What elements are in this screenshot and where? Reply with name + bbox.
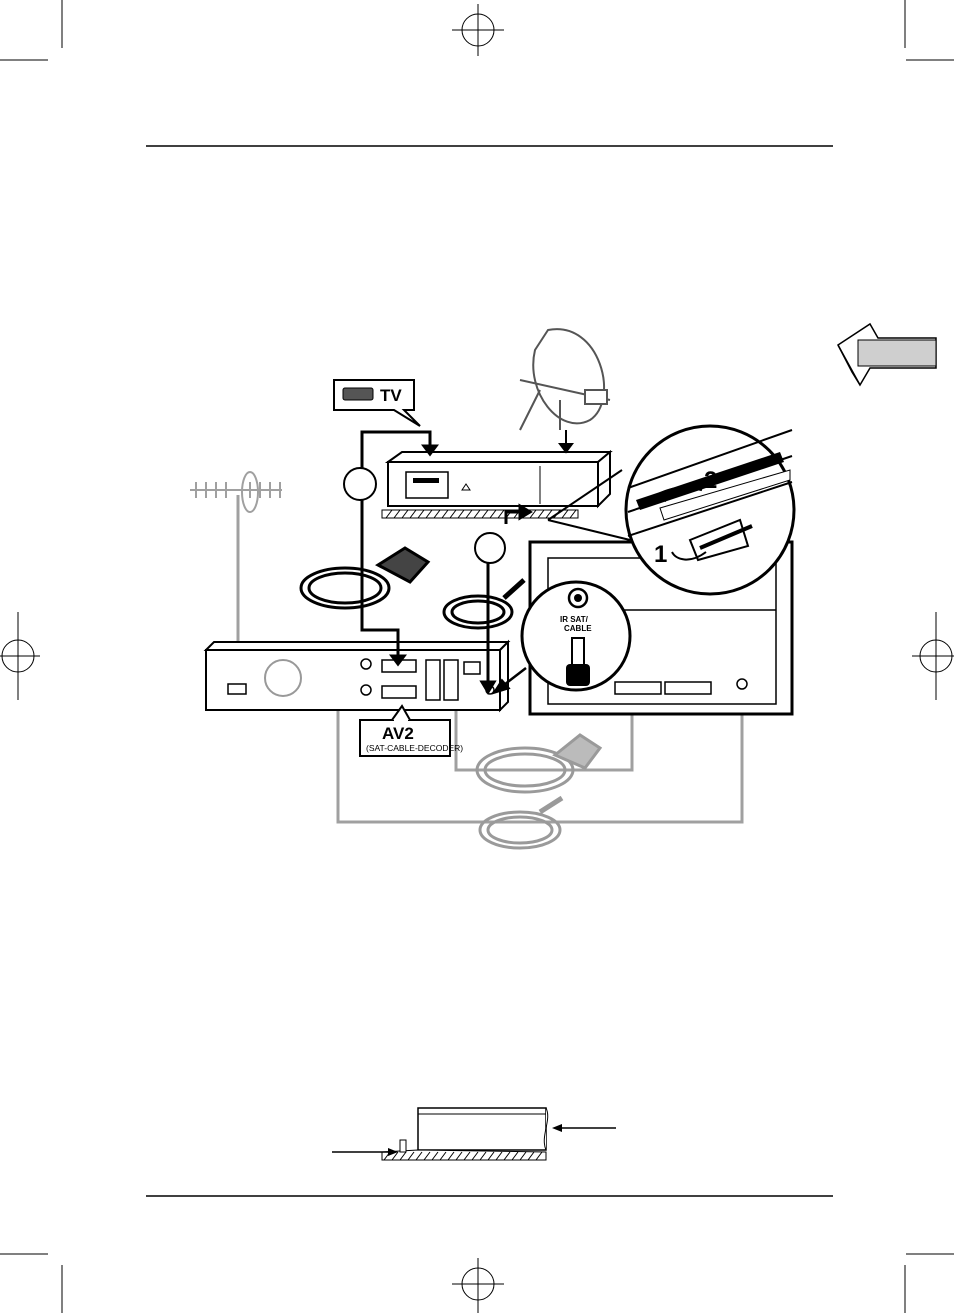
registration-mark-left — [0, 612, 40, 700]
satellite-dish-icon — [520, 329, 610, 430]
registration-mark-bottom — [452, 1258, 504, 1313]
step-1-label: 1 — [654, 541, 667, 568]
step-circle-a — [344, 468, 376, 500]
section-tab — [838, 324, 936, 385]
ir-connector-zoom: IR SAT/ CABLE — [522, 582, 630, 690]
scart-coil-black — [301, 548, 428, 608]
tv-label: TV — [380, 386, 402, 405]
ir-coil — [444, 580, 524, 628]
ir-label-line1: IR SAT/ — [560, 615, 589, 624]
ir-label-line2: CABLE — [564, 624, 592, 633]
satellite-receiver — [388, 452, 610, 506]
tv-label-box: TV — [334, 380, 420, 426]
registration-mark-top — [452, 4, 504, 56]
recorder-rear-panel — [206, 642, 508, 710]
receiver-shelf — [382, 510, 578, 518]
antenna-icon — [190, 472, 282, 512]
down-arrow — [560, 430, 572, 452]
registration-mark-right — [912, 612, 954, 700]
step-2-label: 2 — [704, 467, 717, 494]
av2-label-box: AV2 (SAT-CABLE-DECODER) — [360, 706, 463, 756]
av2-label: AV2 — [382, 724, 414, 743]
grey-scart-coil — [477, 735, 600, 792]
step-circle-b — [475, 533, 505, 563]
av2-sublabel: (SAT-CABLE-DECODER) — [366, 743, 463, 753]
bottom-placement-diagram — [332, 1108, 616, 1160]
